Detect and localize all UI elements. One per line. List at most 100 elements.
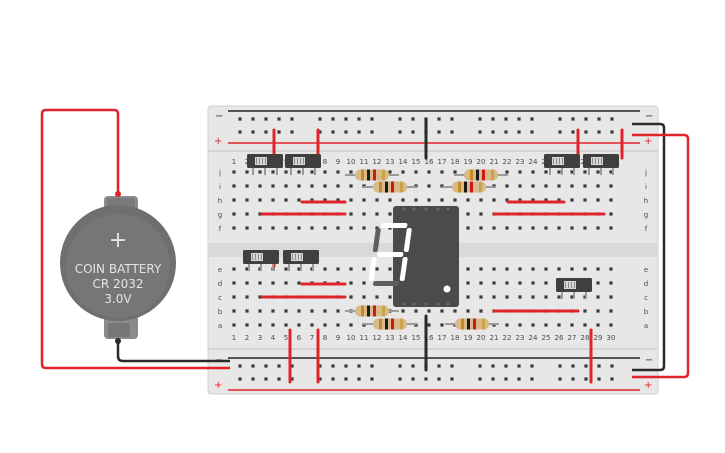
resistor[interactable] bbox=[363, 181, 417, 193]
column-number: 6 bbox=[297, 334, 302, 342]
column-number: 14 bbox=[399, 334, 408, 342]
column-number: 16 bbox=[425, 334, 434, 342]
resistor[interactable] bbox=[442, 181, 496, 193]
rail-plus-label: + bbox=[644, 136, 652, 147]
column-number: 9 bbox=[336, 334, 340, 342]
column-number: 23 bbox=[516, 334, 525, 342]
slide-switch[interactable] bbox=[544, 154, 580, 175]
row-letter: b bbox=[218, 308, 223, 316]
column-number: 15 bbox=[412, 334, 421, 342]
slide-switch[interactable] bbox=[243, 250, 279, 271]
rail-plus-label: + bbox=[214, 136, 222, 147]
column-number: 17 bbox=[438, 158, 447, 166]
column-number: 18 bbox=[451, 334, 460, 342]
column-number: 18 bbox=[451, 158, 460, 166]
column-number: 12 bbox=[373, 334, 382, 342]
column-number: 11 bbox=[360, 158, 369, 166]
column-number: 2 bbox=[245, 334, 249, 342]
switch-group bbox=[243, 154, 619, 299]
column-number: 1 bbox=[232, 334, 236, 342]
column-number: 24 bbox=[529, 158, 538, 166]
column-number: 8 bbox=[323, 158, 327, 166]
column-number: 29 bbox=[594, 334, 603, 342]
row-letter: f bbox=[219, 225, 222, 233]
row-letter: c bbox=[218, 294, 222, 302]
rail-plus-label: + bbox=[214, 380, 222, 391]
slide-switch[interactable] bbox=[556, 278, 592, 299]
column-number: 22 bbox=[503, 334, 512, 342]
column-number: 8 bbox=[323, 334, 327, 342]
segment-g bbox=[377, 252, 404, 257]
rail-plus-label: + bbox=[644, 380, 652, 391]
battery-positive-wire bbox=[40, 108, 230, 370]
row-letter: a bbox=[218, 322, 222, 330]
rail-ground-bridge-wire bbox=[632, 122, 666, 372]
column-number: 28 bbox=[581, 334, 590, 342]
coin-battery[interactable]: + COIN BATTERY CR 2032 3.0V bbox=[60, 196, 176, 339]
rail-minus-label: − bbox=[215, 111, 223, 122]
resistor[interactable] bbox=[454, 169, 508, 181]
slide-switch[interactable] bbox=[285, 154, 321, 175]
column-number: 1 bbox=[232, 158, 236, 166]
segment-e bbox=[368, 257, 377, 281]
column-number: 11 bbox=[360, 334, 369, 342]
breadboard-holes bbox=[232, 117, 614, 381]
row-letter: d bbox=[644, 280, 648, 288]
column-number: 13 bbox=[386, 158, 395, 166]
resistor[interactable] bbox=[345, 305, 399, 317]
row-letter: c bbox=[644, 294, 648, 302]
row-letter: h bbox=[644, 197, 648, 205]
external-wires bbox=[40, 108, 690, 379]
column-number: 19 bbox=[464, 334, 473, 342]
battery-label-line2: CR 2032 bbox=[92, 277, 143, 291]
segment-d bbox=[373, 281, 400, 286]
row-letter: e bbox=[218, 266, 222, 274]
segment-a bbox=[381, 223, 408, 228]
column-number: 19 bbox=[464, 158, 473, 166]
column-number: 20 bbox=[477, 158, 486, 166]
column-number: 7 bbox=[310, 334, 314, 342]
row-letter: j bbox=[644, 169, 647, 177]
slide-switch[interactable] bbox=[583, 154, 619, 175]
segment-c bbox=[399, 257, 408, 281]
column-number: 4 bbox=[271, 334, 276, 342]
battery-plus-symbol: + bbox=[109, 228, 127, 253]
column-number: 5 bbox=[284, 334, 288, 342]
column-number: 22 bbox=[503, 158, 512, 166]
resistor-group bbox=[345, 169, 508, 330]
battery-positive-terminal bbox=[115, 191, 121, 197]
rail-minus-label: − bbox=[645, 355, 653, 366]
row-letter: h bbox=[218, 197, 222, 205]
row-letter: i bbox=[219, 183, 221, 191]
battery-label-line3: 3.0V bbox=[104, 292, 132, 306]
row-letter: g bbox=[644, 211, 648, 219]
column-number: 9 bbox=[336, 158, 340, 166]
column-number: 12 bbox=[373, 158, 382, 166]
segment-b bbox=[403, 228, 412, 252]
column-number: 20 bbox=[477, 334, 486, 342]
column-number: 26 bbox=[555, 334, 564, 342]
column-number: 10 bbox=[347, 334, 356, 342]
rail-power-bridge-wire bbox=[632, 133, 690, 379]
column-number: 14 bbox=[399, 158, 408, 166]
seven-segment-display[interactable] bbox=[368, 206, 459, 307]
resistor[interactable] bbox=[445, 318, 499, 330]
row-letter: i bbox=[645, 183, 647, 191]
resistor[interactable] bbox=[363, 318, 417, 330]
column-number: 15 bbox=[412, 158, 421, 166]
column-number: 10 bbox=[347, 158, 356, 166]
rail-minus-label: − bbox=[645, 111, 653, 122]
slide-switch[interactable] bbox=[283, 250, 319, 271]
column-number: 3 bbox=[258, 334, 262, 342]
segment-dp bbox=[443, 285, 451, 293]
column-number: 24 bbox=[529, 334, 538, 342]
row-letter: d bbox=[218, 280, 222, 288]
resistor[interactable] bbox=[345, 169, 399, 181]
column-number: 13 bbox=[386, 334, 395, 342]
slide-switch[interactable] bbox=[247, 154, 283, 175]
column-number: 27 bbox=[568, 334, 577, 342]
column-number: 17 bbox=[438, 334, 447, 342]
row-letter: g bbox=[218, 211, 222, 219]
board-jumpers bbox=[260, 128, 624, 384]
row-letter: a bbox=[644, 322, 648, 330]
